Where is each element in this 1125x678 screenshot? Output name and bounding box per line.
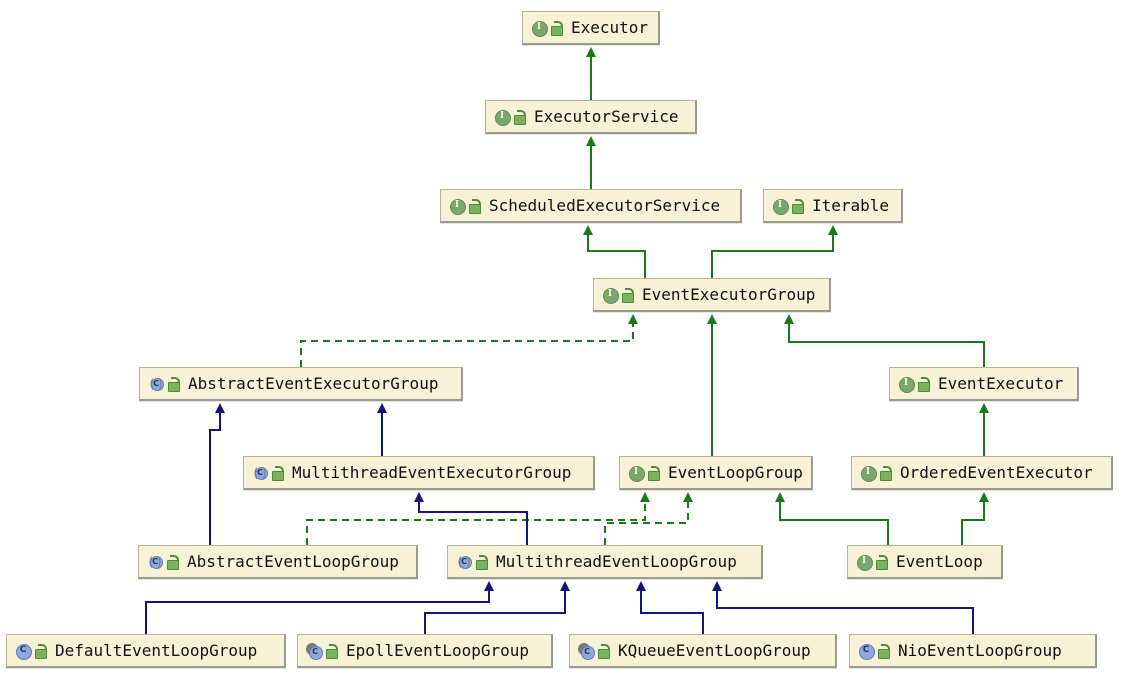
class-node-orderedeventexecutor[interactable]: I OrderedEventExecutor xyxy=(851,456,1113,490)
class-icon: C xyxy=(858,643,875,660)
public-unlocked-icon xyxy=(468,198,481,214)
class-icon: C xyxy=(15,643,32,660)
node-icons: (C) xyxy=(252,465,284,481)
class-node-label: EventLoop xyxy=(896,552,983,571)
class-node-executor[interactable]: I Executor xyxy=(522,11,660,45)
class-node-label: EventLoopGroup xyxy=(668,463,803,482)
public-unlocked-icon xyxy=(550,20,563,36)
abstract-class-icon: (C) xyxy=(252,465,268,481)
node-icons: C xyxy=(578,642,610,660)
node-icons: I xyxy=(602,287,634,304)
class-node-multithreadeventexecutorgroup[interactable]: (C) MultithreadEventExecutorGroup xyxy=(243,456,595,490)
class-node-label: Executor xyxy=(571,18,649,37)
class-node-label: ScheduledExecutorService xyxy=(489,196,721,215)
node-icons: (C) xyxy=(456,554,488,570)
interface-icon: I xyxy=(772,198,789,215)
class-node-label: MultithreadEventExecutorGroup xyxy=(292,463,572,482)
class-node-multithreadeventloopgroup[interactable]: (C) MultithreadEventLoopGroup xyxy=(447,545,763,579)
node-icons: I xyxy=(772,198,804,215)
class-node-label: OrderedEventExecutor xyxy=(900,463,1093,482)
class-node-label: MultithreadEventLoopGroup xyxy=(496,552,737,571)
node-icons: I xyxy=(494,109,526,126)
interface-icon: I xyxy=(602,287,619,304)
interface-icon: I xyxy=(531,20,548,37)
node-icons: C xyxy=(306,642,338,660)
public-unlocked-icon xyxy=(167,376,180,392)
node-icons: C xyxy=(858,643,890,660)
interface-icon: I xyxy=(860,465,877,482)
node-icons: I xyxy=(531,20,563,37)
node-icons: I xyxy=(898,376,930,393)
node-icons: I xyxy=(856,554,888,571)
node-icons: (C) xyxy=(147,554,179,570)
interface-icon: I xyxy=(898,376,915,393)
abstract-class-icon: (C) xyxy=(456,554,472,570)
public-unlocked-icon xyxy=(621,287,634,303)
class-node-eventexecutorgroup[interactable]: I EventExecutorGroup xyxy=(593,278,831,312)
interface-icon: I xyxy=(494,109,511,126)
public-unlocked-icon xyxy=(875,554,888,570)
class-node-label: AbstractEventLoopGroup xyxy=(187,552,399,571)
class-node-eventexecutor[interactable]: I EventExecutor xyxy=(889,367,1079,401)
node-icons: C xyxy=(15,643,47,660)
public-unlocked-icon xyxy=(879,465,892,481)
public-unlocked-icon xyxy=(166,554,179,570)
class-node-eventloop[interactable]: I EventLoop xyxy=(847,545,1003,579)
interface-icon: I xyxy=(856,554,873,571)
implements-edges-dashed xyxy=(300,314,693,545)
class-node-label: AbstractEventExecutorGroup xyxy=(188,374,439,393)
interface-icon: I xyxy=(628,465,645,482)
class-node-abstracteventexecutorgroup[interactable]: (C) AbstractEventExecutorGroup xyxy=(139,367,463,401)
class-node-defaulteventloopgroup[interactable]: C DefaultEventLoopGroup xyxy=(6,634,286,668)
class-node-abstracteventloopgroup[interactable]: (C) AbstractEventLoopGroup xyxy=(138,545,418,579)
class-node-iterable[interactable]: I Iterable xyxy=(763,189,903,223)
class-node-label: KQueueEventLoopGroup xyxy=(618,641,811,660)
class-node-epolleventloopgroup[interactable]: C EpollEventLoopGroup xyxy=(297,634,553,668)
abstract-class-icon: (C) xyxy=(148,376,164,392)
node-icons: I xyxy=(860,465,892,482)
public-unlocked-icon xyxy=(917,376,930,392)
public-unlocked-icon xyxy=(271,465,284,481)
public-unlocked-icon xyxy=(597,643,610,659)
public-unlocked-icon xyxy=(513,109,526,125)
public-unlocked-icon xyxy=(475,554,488,570)
node-icons: I xyxy=(449,198,481,215)
interface-icon: I xyxy=(449,198,466,215)
class-node-label: EventExecutor xyxy=(938,374,1064,393)
class-node-label: EpollEventLoopGroup xyxy=(346,641,530,660)
class-icon: C xyxy=(306,642,323,660)
public-unlocked-icon xyxy=(34,643,47,659)
public-unlocked-icon xyxy=(325,643,338,659)
class-node-scheduledexecutorservice[interactable]: I ScheduledExecutorService xyxy=(440,189,742,223)
class-node-label: Iterable xyxy=(812,196,890,215)
node-icons: (C) xyxy=(148,376,180,392)
class-node-nioeventloopgroup[interactable]: C NioEventLoopGroup xyxy=(849,634,1097,668)
class-node-label: NioEventLoopGroup xyxy=(898,641,1062,660)
class-node-label: EventExecutorGroup xyxy=(642,285,816,304)
public-unlocked-icon xyxy=(647,465,660,481)
node-icons: I xyxy=(628,465,660,482)
public-unlocked-icon xyxy=(791,198,804,214)
class-node-label: DefaultEventLoopGroup xyxy=(55,641,258,660)
class-node-kqueueeventloopgroup[interactable]: C KQueueEventLoopGroup xyxy=(569,634,837,668)
abstract-class-icon: (C) xyxy=(147,554,163,570)
class-node-executorservice[interactable]: I ExecutorService xyxy=(485,100,697,134)
public-unlocked-icon xyxy=(877,643,890,659)
class-icon: C xyxy=(578,642,595,660)
extends-edges xyxy=(145,403,974,634)
class-node-label: ExecutorService xyxy=(534,107,679,126)
class-node-eventloopgroup[interactable]: I EventLoopGroup xyxy=(619,456,813,490)
